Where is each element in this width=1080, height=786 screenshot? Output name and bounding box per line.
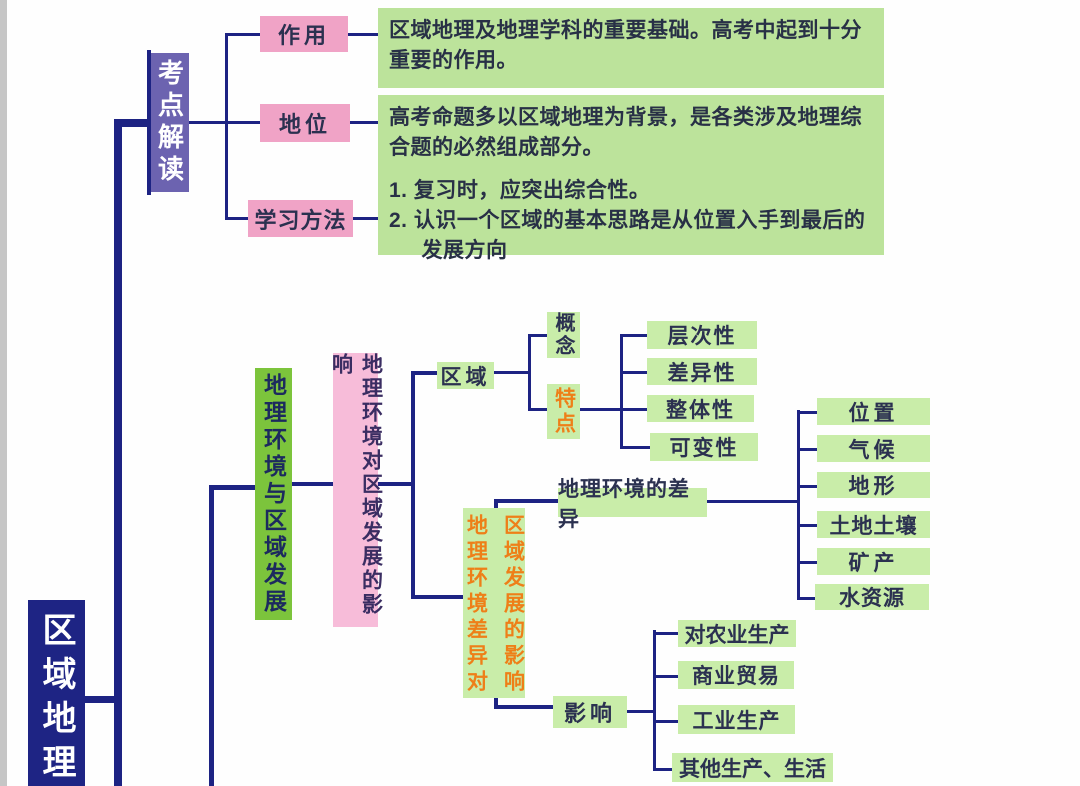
leaf-cengcixing: 层次性 — [647, 321, 757, 349]
node-zuoyong: 作用 — [260, 16, 348, 52]
connector-kaodian-bracket — [225, 33, 228, 220]
node-tedian: 特点 — [547, 384, 580, 439]
connector-to-quyu — [411, 371, 437, 375]
connector-kaodian-right — [189, 121, 227, 124]
connector-tedian-right — [579, 408, 622, 411]
node-gainian: 概念 — [547, 312, 580, 358]
connector-to-weizhi — [797, 411, 817, 414]
connector-to-differences — [494, 499, 558, 503]
connector-quyu-bracket — [528, 334, 531, 411]
connector-chayi-top-elbow — [494, 499, 498, 510]
connector-huanjing-to-pink — [292, 482, 333, 486]
connector-to-chayi — [411, 595, 463, 599]
leaf-shangyemaoyi: 商业贸易 — [678, 661, 794, 689]
connector-quyu-right — [494, 371, 530, 374]
connector-pink-right — [378, 482, 413, 486]
node-huanjing-dui-fazhan-yingxiang: 地理环境对区域发展的影响 — [330, 353, 383, 627]
connector-to-gongye — [653, 720, 678, 723]
root-node-quyudili: 区域地理 — [28, 600, 85, 786]
connector-branch2-to-huanjing — [209, 485, 255, 490]
connector-pink-bracket — [411, 371, 415, 599]
connector-root-to-trunk — [85, 696, 116, 703]
leaf-weizhi: 位置 — [817, 398, 930, 425]
connector-tedian-spine — [620, 334, 623, 449]
connector-to-diwei — [228, 121, 262, 124]
connector-to-qihou — [797, 448, 817, 451]
connector-to-zuoyong — [225, 33, 262, 36]
connector-to-cengcixing — [620, 334, 647, 337]
connector-to-shuiziyuan — [797, 597, 815, 600]
connector-to-tuditurang — [797, 524, 817, 527]
connector-to-tedian — [528, 408, 547, 411]
connector-trunk-branch2 — [209, 485, 214, 786]
connector-to-xuexifangfa — [225, 217, 250, 220]
leaf-qihou: 气候 — [817, 435, 930, 462]
leaf-kuangchan: 矿产 — [817, 548, 930, 575]
connector-differences-spine — [797, 410, 800, 600]
connector-to-nongye — [653, 632, 678, 635]
connector-xuexifangfa-content — [352, 217, 378, 220]
scan-edge — [0, 0, 7, 786]
connector-chayi-bottom-elbow — [494, 697, 498, 709]
connector-to-impacts — [494, 705, 553, 709]
kaodian-left-stripe — [147, 50, 151, 195]
connector-to-qita — [653, 768, 678, 771]
leaf-zhengtixing: 整体性 — [647, 395, 754, 422]
content-diwei: 高考命题多以区域地理为背景，是各类涉及地理综合题的必然组成部分。 — [378, 95, 884, 175]
chayi-column-2: 区域发展的影响 — [501, 514, 525, 696]
xuexifangfa-item-2: 2. 认识一个区域的基本思路是从位置入手到最后的发展方向 — [389, 208, 866, 262]
connector-to-gainian — [528, 334, 547, 337]
connector-impacts-spine — [653, 630, 656, 770]
leaf-gongyeshengchan: 工业生产 — [678, 705, 795, 734]
connector-to-dixing — [797, 485, 817, 488]
node-dilihuanjing-de-chayi: 地理环境的差异 — [558, 478, 707, 531]
connector-impacts-right — [627, 710, 655, 713]
node-yingxiang: 影响 — [553, 696, 627, 728]
chayi-column-1: 地理环境差异对 — [464, 514, 488, 696]
content-zuoyong: 区域地理及地理学科的重要基础。高考中起到十分重要的作用。 — [378, 8, 884, 88]
content-xuexifangfa: 1. 复习时，应突出综合性。 2. 认识一个区域的基本思路是从位置入手到最后的发… — [378, 168, 884, 262]
connector-to-shangye — [653, 675, 678, 678]
leaf-kebianxing: 可变性 — [650, 433, 758, 461]
node-diwei: 地位 — [260, 104, 350, 142]
leaf-dixing: 地形 — [817, 472, 930, 498]
leaf-tuditurang: 土地土壤 — [817, 511, 930, 538]
node-dilihuanjing-yu-quyufazhan: 地理环境与区域发展 — [255, 368, 292, 620]
node-kaodianjiedu: 考点解读 — [151, 53, 189, 192]
xuexifangfa-item-1: 1. 复习时，应突出综合性。 — [389, 179, 651, 202]
leaf-shuiziyuan: 水资源 — [815, 584, 929, 610]
connector-zuoyong-content — [348, 33, 378, 36]
node-xuexifangfa: 学习方法 — [248, 200, 353, 237]
leaf-qitashengchan-shenghuo: 其他生产、生活 — [672, 753, 833, 782]
connector-to-zhengtixing — [620, 408, 647, 411]
connector-differences-right — [707, 500, 797, 503]
connector-trunk-main — [114, 119, 122, 786]
node-quyu: 区域 — [437, 362, 494, 389]
connector-trunk-to-kaodian — [114, 119, 152, 127]
connector-to-kuangchan — [797, 561, 817, 564]
connector-diwei-content — [350, 121, 378, 124]
leaf-duinongyeshengchan: 对农业生产 — [678, 620, 796, 647]
node-huanjingchayi-dui-fazhan: 地理环境差异对 区域发展的影响 — [463, 508, 525, 698]
connector-to-chayixing — [620, 371, 647, 374]
connector-to-kebianxing — [620, 446, 650, 449]
leaf-chayixing: 差异性 — [647, 358, 757, 385]
